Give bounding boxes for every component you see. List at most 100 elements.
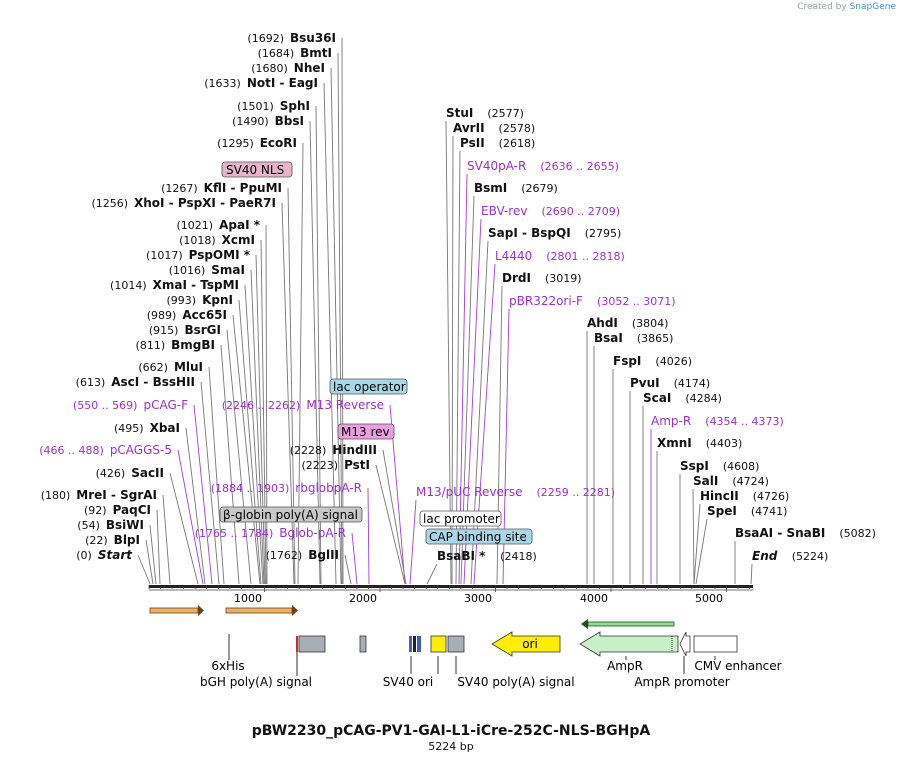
site-name-xmni: XmnI — [657, 436, 692, 450]
site-position-stui: (2577) — [487, 107, 524, 120]
feature-tag-m13-rev: M13 rev — [337, 423, 395, 440]
site-name-nhei: NheI — [294, 61, 325, 75]
site-name-sapi-bspqi: SapI - BspQI — [488, 226, 571, 240]
svg-text:lac operator: lac operator — [333, 380, 406, 394]
leader-pcaggs-5 — [177, 449, 204, 585]
site-position-xmni: (4403) — [706, 437, 743, 450]
site-name-noti-eagi: NotI - EagI — [247, 76, 318, 90]
site-name-psii: PsII — [460, 136, 485, 150]
ori-label: ori — [522, 637, 538, 651]
site-name-bmti: BmtI — [300, 46, 332, 60]
svg-text:β-globin poly(A) signal: β-globin poly(A) signal — [223, 508, 358, 522]
leader-bsu36i — [341, 37, 344, 585]
site-name-xcmi: XcmI — [222, 233, 255, 247]
site-position-sacii: (426) — [96, 467, 126, 480]
leader-xcmi — [260, 239, 267, 585]
site-position-bsaai-snabi: (5082) — [839, 527, 876, 540]
site-position-psii: (2618) — [499, 137, 536, 150]
label-sv40-ori: SV40 ori — [383, 675, 434, 689]
leader-kfli-ppumi — [287, 187, 296, 585]
leader-smai — [250, 269, 265, 585]
leader-start — [137, 554, 151, 585]
site-name-pcaggs-5: pCAGGS-5 — [110, 443, 172, 457]
site-position-bmti: (1684) — [258, 47, 295, 60]
site-position-pbr322ori-f: (3052 .. 3071) — [597, 295, 676, 308]
site-name-pspomi: PspOMI * — [189, 248, 251, 262]
feature-tag-sv40-nls: SV40 NLS — [221, 161, 293, 178]
site-name-xbai: XbaI — [150, 421, 180, 435]
site-name-end: End — [752, 549, 778, 563]
site-position-xcmi: (1018) — [179, 234, 216, 247]
site-position-xhoi-pspxi-paer7i: (1256) — [91, 197, 128, 210]
site-name-pcag-f: pCAG-F — [143, 398, 188, 412]
svg-text:M13 rev: M13 rev — [341, 425, 390, 439]
leader-hindiii — [382, 449, 407, 585]
site-name-ahdi: AhdI — [587, 316, 618, 330]
site-position-paqci: (92) — [84, 504, 107, 517]
site-name-scai: ScaI — [643, 391, 671, 405]
site-name-mrei-sgrai: MreI - SgrAI — [76, 488, 157, 502]
leader-mrei-sgrai — [162, 494, 171, 585]
site-position-pcag-f: (550 .. 569) — [73, 399, 138, 412]
leader-bsiwi — [149, 524, 157, 585]
leader-blpi — [145, 539, 154, 585]
ruler-label-4000: 4000 — [580, 592, 608, 605]
site-name-pvui: PvuI — [630, 376, 660, 390]
site-position-sspi: (4608) — [723, 460, 760, 473]
leader-pspomi — [255, 254, 266, 585]
feature-tag-beta-globin-polya: β-globin poly(A) signal — [219, 506, 363, 523]
bottom-feature-labels: 6xHis bGH poly(A) signal SV40 ori SV40 p… — [200, 652, 782, 689]
feature-tag-cap-binding-site: CAP binding site — [425, 528, 533, 545]
site-position-drdi: (3019) — [545, 272, 582, 285]
site-name-bglob-pa-r: Bglob-pA-R — [279, 526, 346, 540]
leader-acc65i — [232, 314, 261, 585]
svg-text:SV40 NLS: SV40 NLS — [226, 163, 284, 177]
site-position-blpi: (22) — [85, 534, 108, 547]
site-position-nhei: (1680) — [251, 62, 288, 75]
site-position-psti: (2223) — [301, 459, 338, 472]
svg-text:lac promoter: lac promoter — [423, 512, 500, 526]
site-name-smai: SmaI — [211, 263, 245, 277]
label-ampr-promoter: AmpR promoter — [634, 675, 729, 689]
ori-arrow — [491, 631, 561, 657]
leader-bsabi — [426, 563, 438, 585]
ruler-ticks — [148, 585, 750, 592]
site-position-ahdi: (3804) — [632, 317, 669, 330]
site-name-drdi: DrdI — [502, 271, 531, 285]
site-position-end: (5224) — [792, 550, 829, 563]
leader-psti — [375, 464, 406, 585]
site-position-scai: (4284) — [685, 392, 722, 405]
snapgene-brand: SnapGene — [849, 2, 896, 12]
leader-asci-bsshii — [200, 381, 220, 585]
label-6xhis: 6xHis — [211, 659, 244, 673]
site-name-kfli-ppumi: KflI - PpuMI — [204, 181, 282, 195]
site-position-fspi: (4026) — [655, 355, 692, 368]
site-position-pvui: (4174) — [674, 377, 711, 390]
site-position-bglob-pa-r: (1765 .. 1784) — [195, 527, 274, 540]
site-name-bsabi: BsaBI * — [437, 549, 486, 563]
site-name-m13-reverse: M13 Reverse — [306, 398, 384, 412]
site-position-sphi: (1501) — [237, 100, 274, 113]
site-name-rbglobpa-r: rbglobpA-R — [295, 481, 362, 495]
site-position-noti-eagi: (1633) — [204, 77, 241, 90]
site-name-kpni: KpnI — [202, 293, 233, 307]
leader-xmai-tspmi — [244, 284, 264, 585]
leader-sphi — [315, 105, 322, 585]
ruler-label-3000: 3000 — [464, 592, 492, 605]
site-name-paqci: PaqCI — [113, 503, 151, 517]
leader-avrii — [451, 135, 454, 585]
credit-prefix: Created by — [797, 2, 847, 12]
site-name-fspi: FspI — [613, 354, 641, 368]
label-cmv-enhancer: CMV enhancer — [694, 659, 781, 673]
feature-tag-lac-operator: lac operator — [329, 378, 408, 395]
leader-end — [750, 563, 753, 585]
leader-bglob-pa-r — [351, 532, 358, 585]
leader-bsrgi — [226, 329, 252, 585]
site-name-bsai: BsaI — [594, 331, 623, 345]
site-position-xmai-tspmi: (1014) — [110, 279, 147, 292]
plasmid-title: pBW2230_pCAG-PV1-GAI-L1-iCre-252C-NLS-BG… — [251, 723, 651, 739]
site-position-bsrgi: (915) — [149, 324, 179, 337]
leader-lines — [137, 37, 753, 585]
plasmid-length: 5224 bp — [428, 740, 474, 753]
site-position-sv40pa-r: (2636 .. 2655) — [540, 160, 619, 173]
